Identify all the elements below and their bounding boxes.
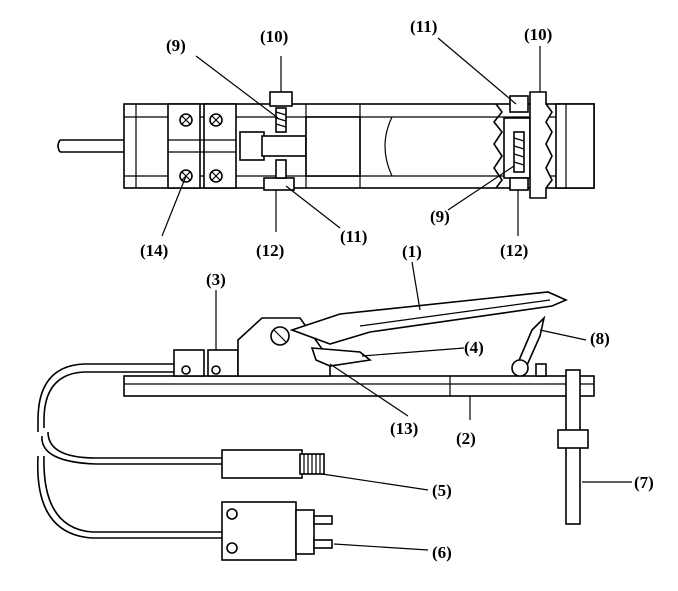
side-wire-upper <box>37 363 174 432</box>
leader-5 <box>321 473 429 491</box>
callout-12-left: (12) <box>256 241 284 260</box>
side-connector-screw-icon <box>226 542 238 554</box>
side-tension-knob-icon <box>511 359 529 377</box>
callout-6: (6) <box>432 543 452 562</box>
side-lever <box>289 291 568 345</box>
side-cable-5 <box>41 435 222 465</box>
leader-11-right <box>437 37 517 105</box>
side-connector-5-knurl <box>303 454 321 474</box>
top-spring-right <box>513 131 525 173</box>
side-pivot-slot <box>273 329 287 343</box>
callout-1: (1) <box>402 242 422 261</box>
callout-12-right: (12) <box>500 241 528 260</box>
callout-7: (7) <box>634 473 654 492</box>
side-connector-6-pin-1 <box>313 515 333 525</box>
side-connector-6-pin-2 <box>313 539 333 549</box>
callout-10-left: (10) <box>260 27 288 46</box>
top-adjust-knob-right <box>509 95 529 113</box>
side-screw-icon <box>211 365 221 375</box>
side-cable-6 <box>36 455 222 539</box>
side-connector-screw-icon <box>226 508 238 520</box>
callout-2: (2) <box>456 429 476 448</box>
side-post <box>535 363 547 377</box>
side-cable-6-inner <box>43 455 222 533</box>
callout-labels: (9) (10) (11) (10) (11) (12) (14) (9) (1… <box>140 17 654 562</box>
spring-coils-right <box>513 137 525 166</box>
top-end-plate <box>529 91 553 199</box>
leader-14 <box>161 175 187 237</box>
callout-3: (3) <box>206 270 226 289</box>
top-view <box>57 37 595 237</box>
callout-4: (4) <box>464 338 484 357</box>
side-probe-collar <box>557 429 589 449</box>
top-probe-wire-end <box>57 139 61 153</box>
side-base-bar <box>123 375 595 397</box>
top-jaw <box>261 135 307 157</box>
top-jaw-bracket <box>239 131 265 161</box>
leader-4 <box>361 347 465 357</box>
top-nut-right <box>509 177 529 191</box>
top-body-center-panel <box>305 116 361 177</box>
screw-cross <box>181 115 191 125</box>
callout-9-left: (9) <box>166 36 186 55</box>
leader-8 <box>539 329 587 341</box>
leader-6 <box>333 543 429 551</box>
callout-9-right: (9) <box>430 207 450 226</box>
leader-11-left <box>285 185 341 229</box>
leader-13 <box>329 363 409 417</box>
callout-11-right: (11) <box>410 17 437 36</box>
side-connector-5-body <box>221 449 303 479</box>
callout-11-left: (11) <box>340 227 367 246</box>
screw-cross <box>211 171 221 181</box>
top-right-cap <box>555 103 595 189</box>
callout-14: (14) <box>140 241 168 260</box>
side-cable-5-inner <box>47 431 222 459</box>
side-connector-6-head <box>295 509 315 555</box>
callout-5: (5) <box>432 481 452 500</box>
leader-1 <box>411 261 421 311</box>
screw-cross <box>211 115 221 125</box>
side-view <box>36 261 632 561</box>
callout-10-right: (10) <box>524 25 552 44</box>
side-screw-icon <box>181 365 191 375</box>
leader-9-right <box>447 165 515 211</box>
side-lever-edge <box>359 299 551 327</box>
top-screw-shaft-left <box>275 159 287 179</box>
callout-13: (13) <box>390 419 418 438</box>
side-wire-upper-inner <box>43 371 174 428</box>
spring-coils-left <box>275 111 287 128</box>
leader-9-left <box>195 55 279 119</box>
top-body-curve <box>384 116 393 177</box>
side-trigger <box>310 347 372 367</box>
top-adjust-knob-left <box>269 91 293 107</box>
callout-8: (8) <box>590 329 610 348</box>
